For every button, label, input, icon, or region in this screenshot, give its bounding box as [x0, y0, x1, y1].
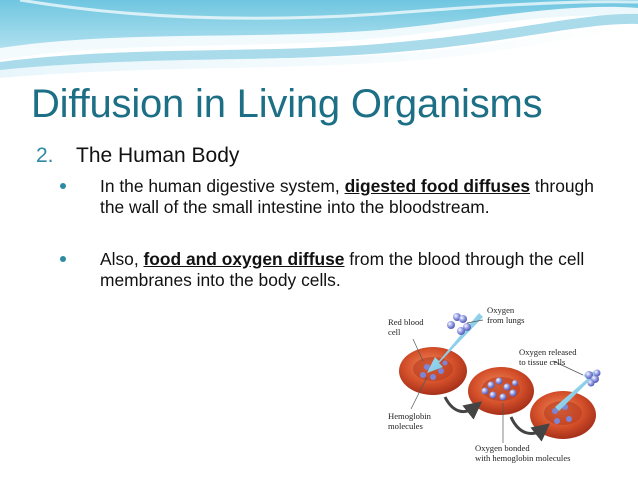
label-red-blood-cell: Red blood cell — [388, 317, 426, 337]
oxygen-molecules-icon — [447, 313, 471, 335]
bullet-item: In the human digestive system, digested … — [60, 176, 600, 242]
bullet-dot-icon — [60, 183, 66, 189]
bullet-lead: In the human digestive system, — [100, 176, 345, 196]
section-heading: 2. The Human Body — [36, 143, 239, 169]
bullet-dot-icon — [60, 256, 66, 262]
red-blood-cell-oxygen-figure: Red blood cell Oxygen from lungs Oxygen … — [383, 303, 610, 465]
slide-title: Diffusion in Living Organisms — [31, 82, 543, 126]
red-blood-cell-middle — [468, 367, 534, 415]
released-oxygen-molecules-icon — [585, 369, 601, 387]
bullet-text: Also, food and oxygen diffuse from the b… — [100, 249, 600, 291]
bullet-tail: from the blood through the cell membrane… — [100, 249, 585, 290]
section-heading-text: The Human Body — [76, 144, 240, 167]
bullet-lead: Also, — [100, 249, 144, 269]
bullet-tail: through the wall of the small intestine … — [100, 176, 594, 217]
flow-arrow-icon — [509, 416, 551, 442]
banner-wave-decoration — [0, 0, 638, 79]
bullet-text: In the human digestive system, digested … — [100, 176, 600, 218]
section-number: 2. — [36, 144, 54, 167]
flow-arrow-icon — [443, 396, 483, 420]
bullet-emphasis: food and oxygen diffuse — [143, 249, 345, 269]
red-blood-cell-left — [399, 347, 467, 395]
label-hemoglobin: Hemoglobin molecules — [388, 411, 433, 431]
label-oxygen-released: Oxygen released to tissue cells — [519, 347, 579, 367]
label-oxygen-bonded: Oxygen bonded with hemoglobin molecules — [475, 443, 571, 463]
bullet-emphasis: digested food diffuses — [344, 176, 531, 196]
oxygen-release-arrow-icon — [555, 371, 595, 411]
bullet-item: Also, food and oxygen diffuse from the b… — [60, 249, 600, 293]
label-oxygen-from-lungs: Oxygen from lungs — [487, 305, 525, 325]
